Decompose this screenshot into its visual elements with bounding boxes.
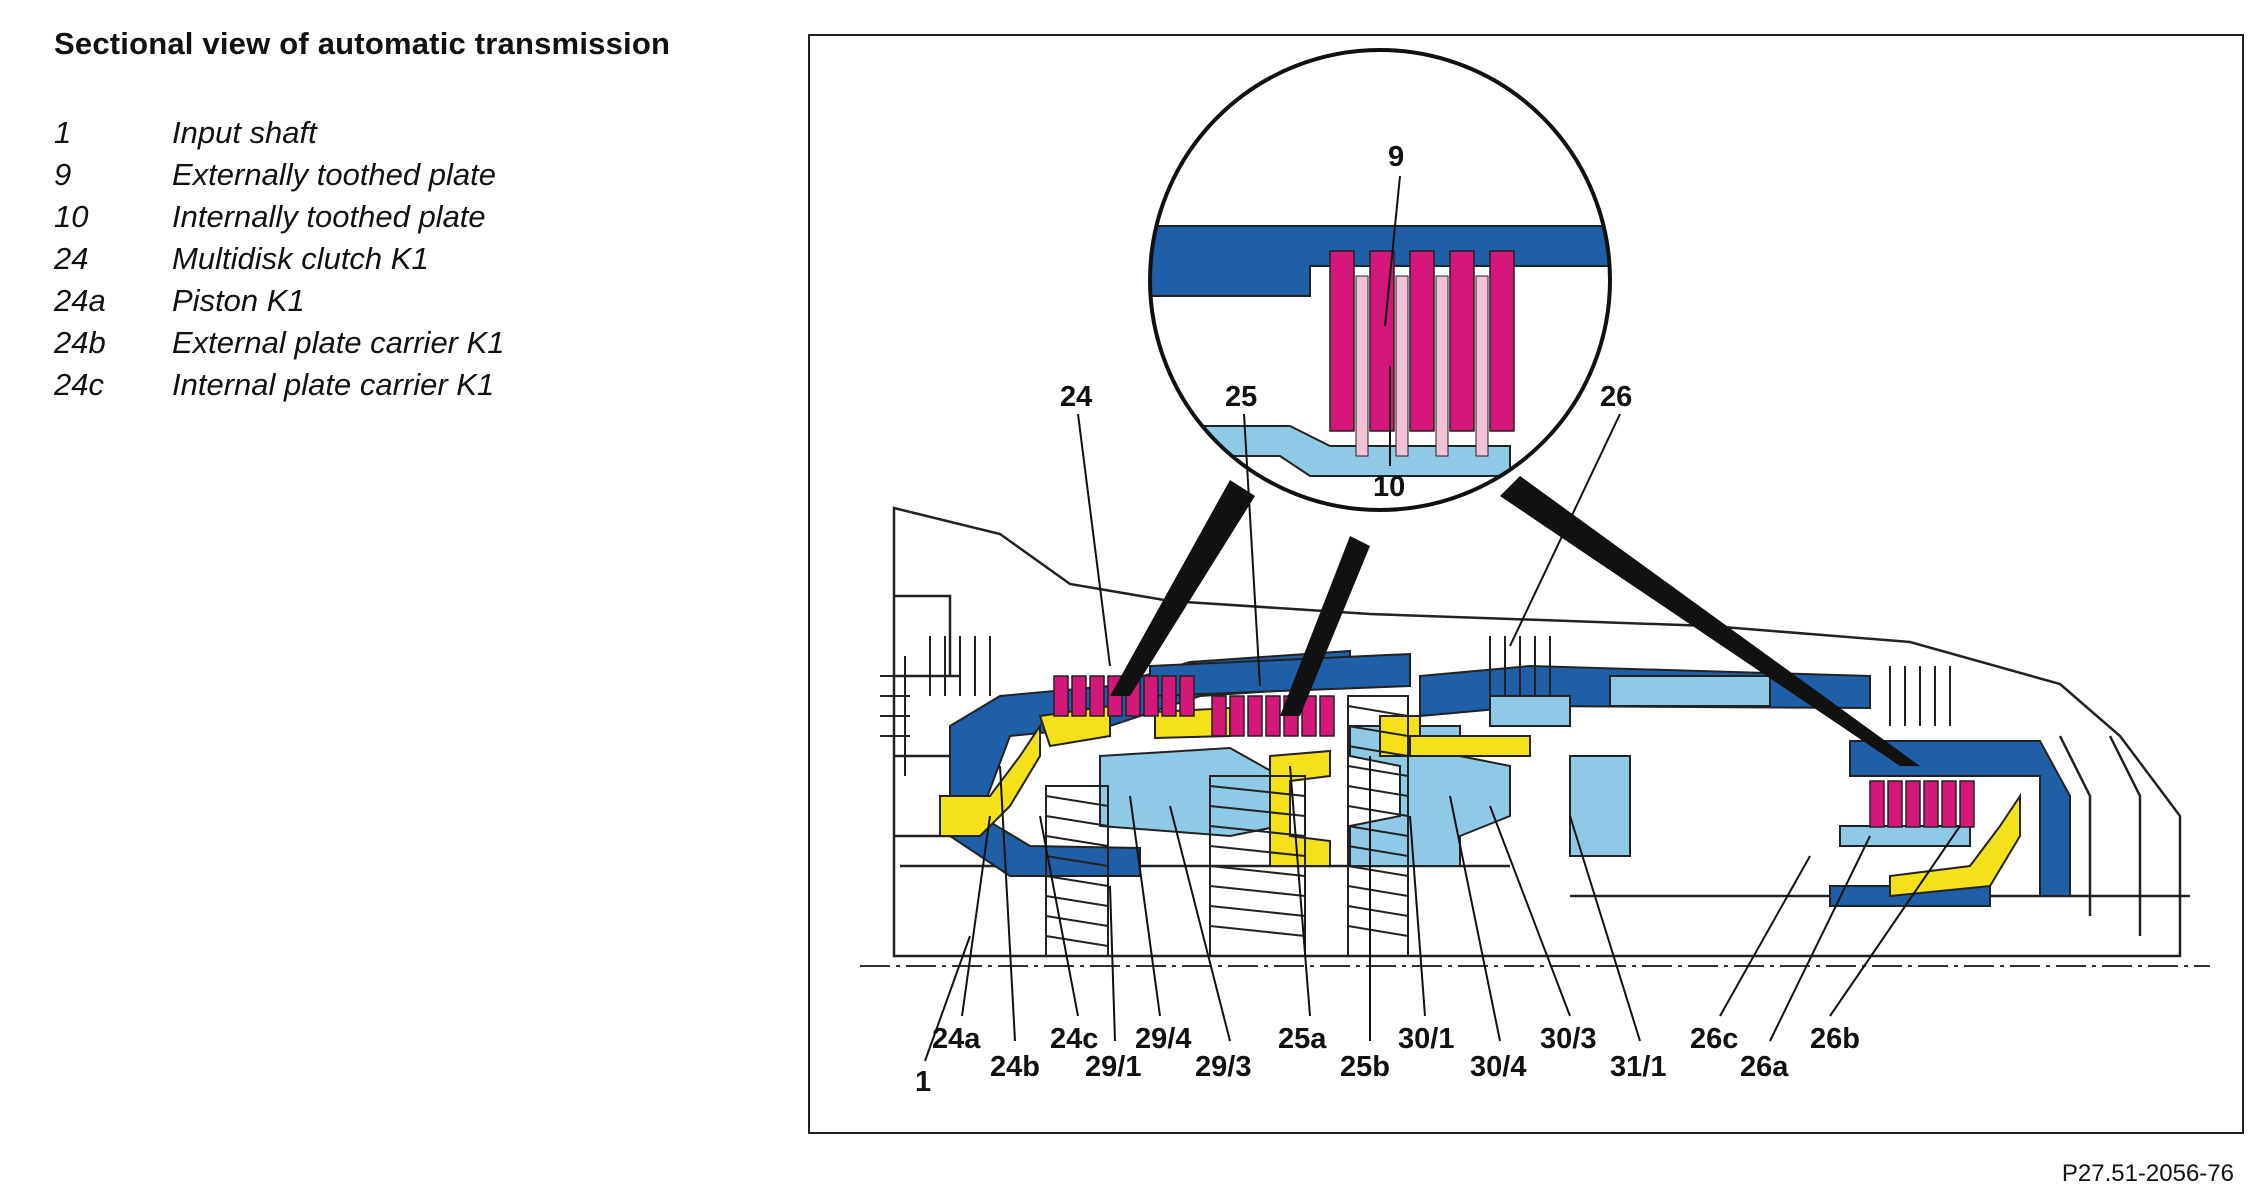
detail-magnifier: [1148, 48, 1612, 512]
callout-10: 10: [1373, 471, 1405, 503]
callout-30-4: 30/4: [1470, 1051, 1526, 1083]
legend-number: 24: [54, 241, 89, 276]
magnifier-wedges: [1110, 476, 1920, 766]
legend-item: 10 Internally toothed plate: [54, 196, 754, 238]
legend-item: 24 Multidisk clutch K1: [54, 238, 754, 280]
legend-text: Externally toothed plate: [172, 157, 496, 192]
legend-item: 24b External plate carrier K1: [54, 322, 754, 364]
legend-text: Internally toothed plate: [172, 199, 486, 234]
legend-item: 1 Input shaft: [54, 112, 754, 154]
callout-24a: 24a: [932, 1023, 981, 1055]
clutch-plates-25: [1211, 695, 1335, 737]
callout-26a: 26a: [1740, 1051, 1789, 1083]
legend-number: 9: [54, 157, 72, 192]
transmission-sectional-view: 9 10 24 25 26 1 24a 24b 24c 29/1 29/4 29…: [860, 48, 2210, 1098]
callout-29-3: 29/3: [1195, 1051, 1251, 1083]
legend-text: Multidisk clutch K1: [172, 241, 429, 276]
callout-25: 25: [1225, 381, 1257, 413]
callout-24b: 24b: [990, 1051, 1040, 1083]
callout-25a: 25a: [1278, 1023, 1327, 1055]
figure-reference: P27.51-2056-76: [2061, 1160, 2234, 1187]
callout-25b: 25b: [1340, 1051, 1390, 1083]
legend-text: Input shaft: [172, 115, 317, 150]
legend-number: 10: [54, 199, 89, 234]
callout-31-1: 31/1: [1610, 1051, 1666, 1083]
clutch-plates-k1: [1053, 675, 1195, 717]
callout-24c: 24c: [1050, 1023, 1098, 1055]
callout-labels: 9 10 24 25 26 1 24a 24b 24c 29/1 29/4 29…: [915, 141, 1860, 1098]
callout-30-3: 30/3: [1540, 1023, 1596, 1055]
callout-1: 1: [915, 1066, 931, 1098]
legend-item: 24c Internal plate carrier K1: [54, 364, 754, 406]
gear-teeth: [880, 636, 1951, 957]
legend-item: 24a Piston K1: [54, 280, 754, 322]
clutch-plates-26: [1869, 780, 1975, 828]
diagram-frame: 9 10 24 25 26 1 24a 24b 24c 29/1 29/4 29…: [808, 34, 2244, 1134]
callout-30-1: 30/1: [1398, 1023, 1454, 1055]
leader-lines: [924, 175, 1961, 1062]
legend-text: Internal plate carrier K1: [172, 367, 495, 402]
callout-24: 24: [1060, 381, 1092, 413]
callout-29-4: 29/4: [1135, 1023, 1191, 1055]
legend-number: 1: [54, 115, 72, 150]
legend-text: Piston K1: [172, 283, 305, 318]
callout-29-1: 29/1: [1085, 1051, 1141, 1083]
page-title: Sectional view of automatic transmission: [54, 26, 671, 61]
callout-26c: 26c: [1690, 1023, 1738, 1055]
callout-26: 26: [1600, 381, 1632, 413]
legend-number: 24c: [54, 367, 104, 402]
legend-text: External plate carrier K1: [172, 325, 505, 360]
legend-item: 9 Externally toothed plate: [54, 154, 754, 196]
legend-number: 24b: [54, 325, 106, 360]
callout-26b: 26b: [1810, 1023, 1860, 1055]
legend-number: 24a: [54, 283, 106, 318]
callout-9: 9: [1388, 141, 1404, 173]
legend: 1 Input shaft 9 Externally toothed plate 1…: [54, 112, 754, 406]
